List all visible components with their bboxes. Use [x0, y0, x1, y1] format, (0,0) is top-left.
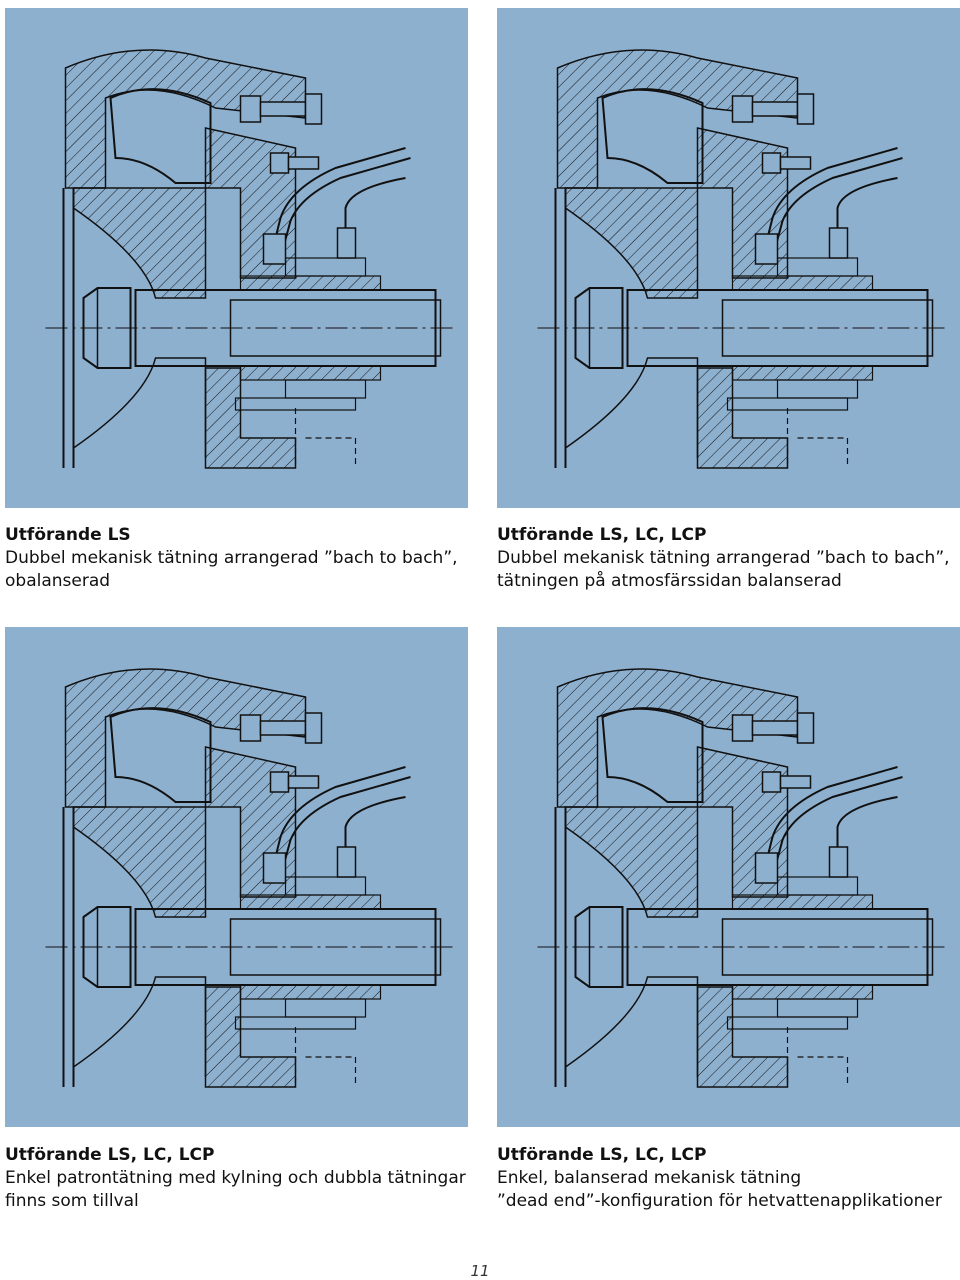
caption-line: finns som tillval: [5, 1191, 139, 1211]
caption-title: Utförande LS, LC, LCP: [5, 1145, 215, 1165]
caption-line: Enkel, balanserad mekanisk tätning: [497, 1168, 802, 1188]
figure-panel-3: [5, 627, 468, 1127]
figure-caption-2: Utförande LS, LC, LCP Dubbel mekanisk tä…: [497, 524, 959, 593]
seal-drawing-3: [5, 627, 468, 1127]
seal-drawing-1: [5, 8, 468, 508]
figure-panel-4: [497, 627, 960, 1127]
caption-line: tätningen på atmosfärssidan balanserad: [497, 571, 842, 591]
caption-line: Dubbel mekanisk tätning arrangerad ”bach…: [5, 548, 458, 568]
figure-caption-3: Utförande LS, LC, LCP Enkel patrontätnin…: [5, 1144, 467, 1213]
caption-line: Enkel patrontätning med kylning och dubb…: [5, 1168, 466, 1188]
figure-caption-1: Utförande LS Dubbel mekanisk tätning arr…: [5, 524, 467, 593]
caption-line: obalanserad: [5, 571, 111, 591]
figure-panel-2: [497, 8, 960, 508]
caption-title: Utförande LS: [5, 525, 131, 545]
seal-drawing-2: [497, 8, 960, 508]
caption-line: ”dead end”-konfiguration för hetvattenap…: [497, 1191, 942, 1211]
page-number: 11: [470, 1262, 490, 1280]
caption-title: Utförande LS, LC, LCP: [497, 1145, 707, 1165]
caption-title: Utförande LS, LC, LCP: [497, 525, 707, 545]
seal-drawing-4: [497, 627, 960, 1127]
figure-caption-4: Utförande LS, LC, LCP Enkel, balanserad …: [497, 1144, 959, 1213]
caption-line: Dubbel mekanisk tätning arrangerad ”bach…: [497, 548, 950, 568]
figure-panel-1: [5, 8, 468, 508]
